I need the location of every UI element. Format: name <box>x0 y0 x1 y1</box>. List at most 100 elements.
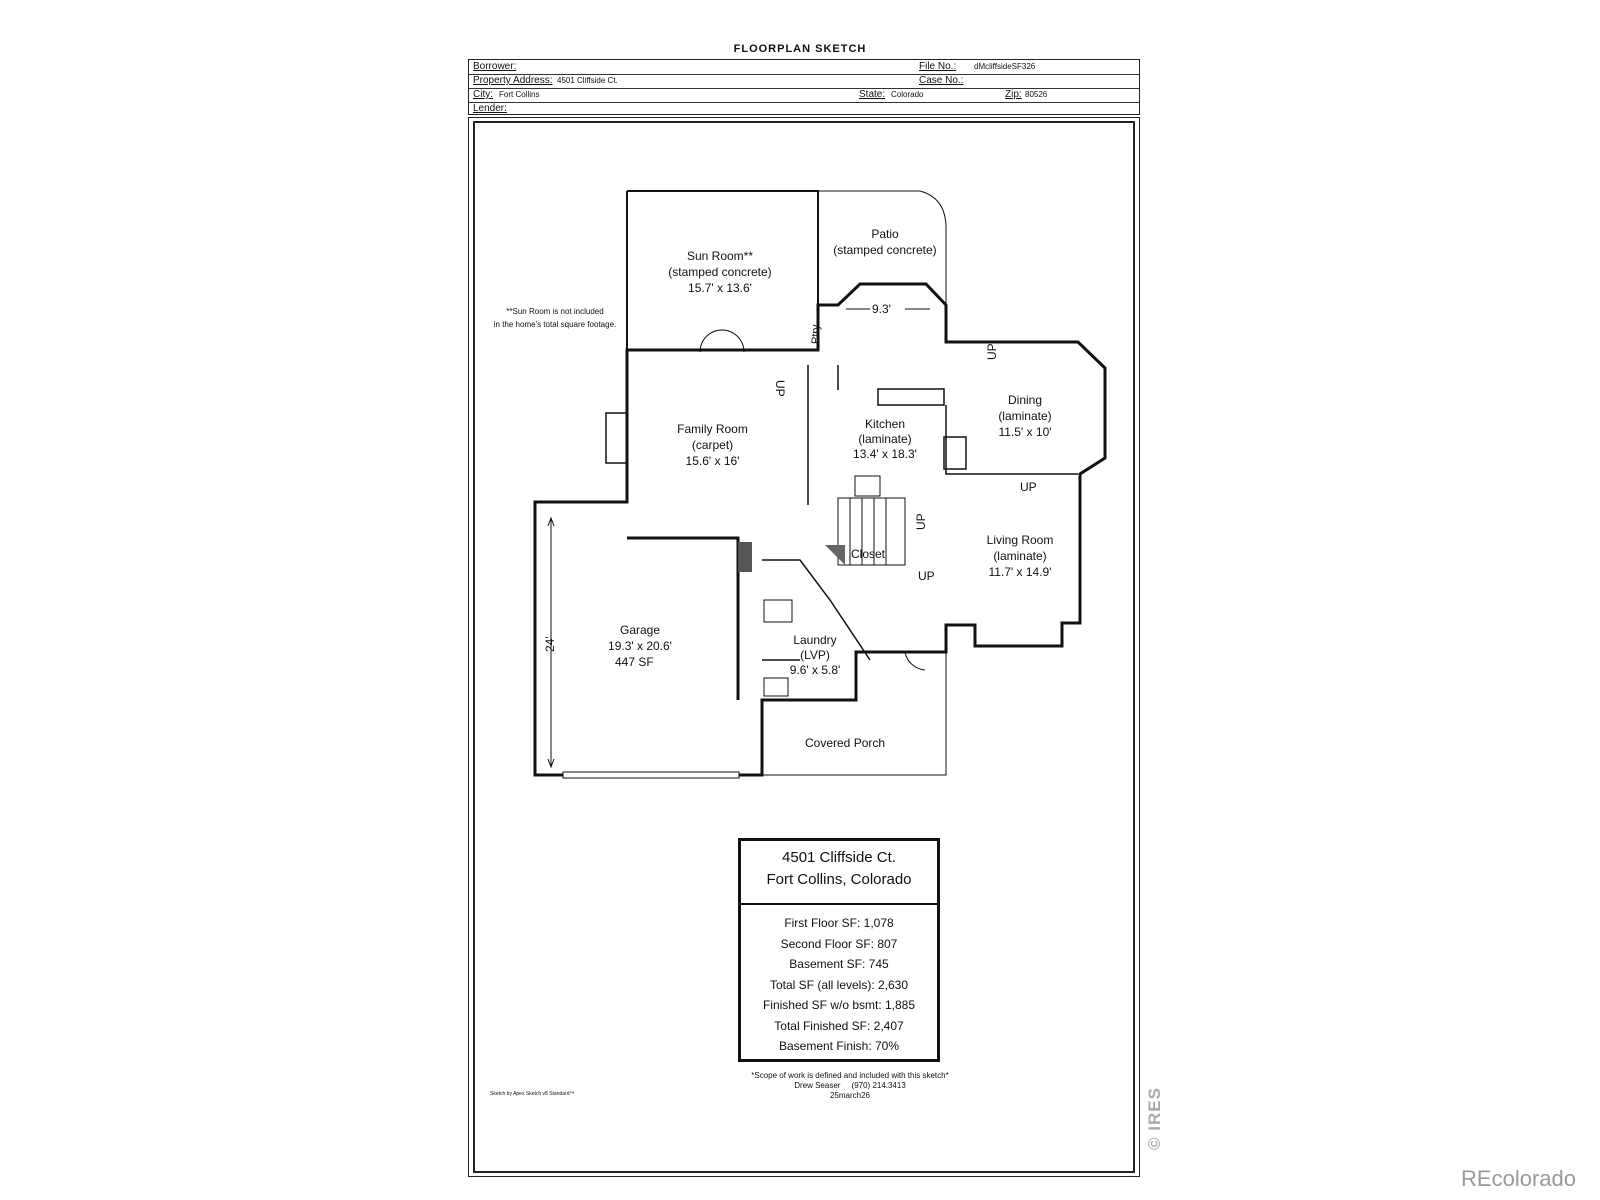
dining-label: Dining (laminate) 11.5' x 10' <box>975 392 1075 440</box>
family-room-label: Family Room (carpet) 15.6' x 16' <box>640 421 785 469</box>
sunroom-note-line1: **Sun Room is not included <box>506 307 604 316</box>
city-value: Fort Collins <box>499 90 540 99</box>
mech-chase <box>738 542 752 572</box>
closet-label: Closet <box>851 547 886 561</box>
stat-second-floor: Second Floor SF: 807 <box>780 936 898 951</box>
header-row-lender: Lender: <box>469 102 1139 116</box>
stat-total-all-levels: Total SF (all levels): 2,630 <box>769 977 909 992</box>
sunroom-label: Sun Room** (stamped concrete) 15.7' x 13… <box>640 248 800 296</box>
case-label: Case No.: <box>919 75 964 86</box>
laundry-label: Laundry (LVP) 9.6' x 5.8' <box>780 633 850 678</box>
borrower-label: Borrower: <box>473 61 517 72</box>
up-label-dining: UP <box>1020 480 1037 494</box>
up-label-closet: UP <box>918 569 935 583</box>
garage-name: Garage <box>619 623 661 637</box>
porch-outline <box>762 652 947 776</box>
recolorado-watermark: REcolorado <box>1461 1166 1576 1191</box>
door-swing-laundry <box>904 651 926 671</box>
living-room-floor: (laminate) <box>993 549 1047 563</box>
dining-name: Dining <box>1007 393 1043 407</box>
header-row-city: City: Fort Collins State: Colorado Zip: … <box>469 88 1139 103</box>
patio-label: Patio (stamped concrete) <box>815 226 955 258</box>
laundry-dims: 9.6' x 5.8' <box>789 663 841 677</box>
stat-basement-finish: Basement Finish: 70% <box>778 1039 900 1053</box>
kitchen-dims: 13.4' x 18.3' <box>853 447 917 461</box>
file-label: File No.: <box>919 61 957 72</box>
up-label-stair: UP <box>914 513 928 530</box>
garage-label: Garage 19.3' x 20.6' 447 SF <box>590 622 690 670</box>
stat-total-finished: Total Finished SF: 2,407 <box>774 1018 904 1033</box>
living-room-label: Living Room (laminate) 11.7' x 14.9' <box>965 532 1075 580</box>
toilet <box>763 599 793 623</box>
kitchen-label: Kitchen (laminate) 13.4' x 18.3' <box>830 417 940 462</box>
sheet-title: FLOORPLAN SKETCH <box>733 43 867 55</box>
header-table: Borrower: File No.: dMcliffsideSF326 Pro… <box>468 59 1140 115</box>
dining-dims: 11.5' x 10' <box>998 425 1052 439</box>
closet-corner <box>825 545 845 565</box>
summary-address: 4501 Cliffside Ct. Fort Collins, Colorad… <box>741 841 937 905</box>
living-room-dims: 11.7' x 14.9' <box>988 565 1052 579</box>
garage-dims: 19.3' x 20.6' <box>608 639 672 653</box>
pantry-label: Ptry. <box>810 322 822 344</box>
sketch-credit: Sketch by Apex Sketch v8 Standard™ <box>490 1091 575 1097</box>
kitchen-floor: (laminate) <box>858 432 912 446</box>
summary-box: 4501 Cliffside Ct. Fort Collins, Colorad… <box>738 838 940 1062</box>
garage-area: 447 SF <box>615 655 654 669</box>
up-label-nook: UP <box>985 343 999 360</box>
summary-address-line2: Fort Collins, Colorado <box>766 871 912 888</box>
file-value: dMcliffsideSF326 <box>974 62 1036 71</box>
laundry-walls <box>762 559 871 661</box>
lender-label: Lender: <box>473 103 507 114</box>
summary-address-line1: 4501 Cliffside Ct. <box>782 849 896 866</box>
footnote-line3: 25march26 <box>829 1091 871 1100</box>
sunroom-floor: (stamped concrete) <box>668 265 772 279</box>
garage-door <box>562 771 740 779</box>
family-room-dims: 15.6' x 16' <box>685 454 740 468</box>
house-exterior <box>533 282 1107 777</box>
kitchen-name: Kitchen <box>864 417 906 431</box>
property-label: Property Address: <box>473 75 553 86</box>
stair <box>837 497 906 566</box>
range <box>854 475 881 497</box>
sunroom-note: **Sun Room is not included in the home's… <box>480 305 630 331</box>
laundry-floor: (LVP) <box>800 648 830 662</box>
laundry-name: Laundry <box>793 633 837 647</box>
sunroom-note-line2: in the home's total square footage. <box>493 320 617 329</box>
covered-porch-label: Covered Porch <box>805 736 886 750</box>
door-swing-sunroom <box>699 329 745 353</box>
stat-first-floor: First Floor SF: 1,078 <box>784 916 894 930</box>
city-label: City: <box>473 89 493 100</box>
header-row-property: Property Address: 4501 Cliffside Ct. Cas… <box>469 74 1139 89</box>
stat-basement: Basement SF: 745 <box>789 957 889 971</box>
fireplace <box>605 412 628 464</box>
patio-floor: (stamped concrete) <box>833 243 937 257</box>
up-label-kitchen: UP <box>773 380 787 397</box>
laundry-sink <box>763 677 789 697</box>
sunroom-name: Sun Room** <box>686 249 754 263</box>
scope-footnote: *Scope of work is defined and included w… <box>700 1071 1000 1101</box>
header-row-borrower: Borrower: File No.: dMcliffsideSF326 <box>469 60 1139 75</box>
footnote-line2: Drew Seaser (970) 214.3413 <box>794 1081 906 1090</box>
drawing-frame-inner <box>473 121 1135 1173</box>
zip-value: 80526 <box>1025 90 1048 99</box>
property-value: 4501 Cliffside Ct. <box>557 76 618 85</box>
sunroom-dims: 15.7' x 13.6' <box>688 281 752 295</box>
family-room-floor: (carpet) <box>691 438 734 452</box>
drawing-frame-outer <box>468 117 1140 1177</box>
family-room-name: Family Room <box>677 422 748 436</box>
state-label: State: <box>859 89 886 100</box>
state-value: Colorado <box>891 90 924 99</box>
living-room-name: Living Room <box>986 533 1054 547</box>
kitchen-island <box>877 388 945 406</box>
dining-floor: (laminate) <box>998 409 1052 423</box>
fridge <box>943 436 967 470</box>
ires-mark: © IRES <box>1145 1087 1164 1150</box>
garage-depth-label: 24' <box>543 636 557 652</box>
summary-stats: First Floor SF: 1,078 Second Floor SF: 8… <box>741 905 937 1057</box>
footnote-line1: *Scope of work is defined and included w… <box>751 1071 949 1080</box>
nook-dimension: 9.3' <box>872 302 891 316</box>
patio-name: Patio <box>871 227 899 241</box>
stat-finished-wo-bsmt: Finished SF w/o bsmt: 1,885 <box>762 998 916 1012</box>
zip-label: Zip: <box>1005 89 1022 100</box>
